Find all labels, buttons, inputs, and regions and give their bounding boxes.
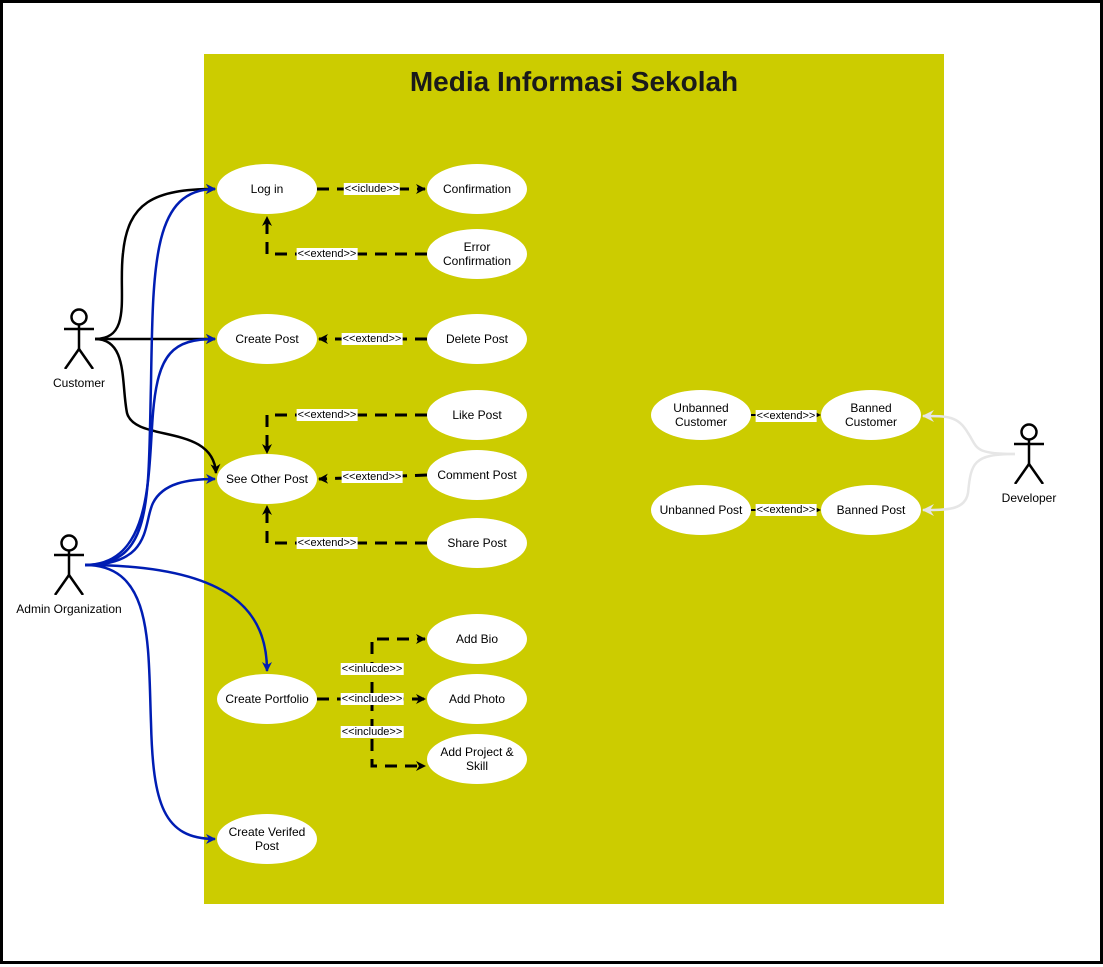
usecase-banned-post[interactable]: Banned Post [821,485,921,535]
usecase-share-post[interactable]: Share Post [427,518,527,568]
usecase-log-in[interactable]: Log in [217,164,317,214]
usecase-add-bio[interactable]: Add Bio [427,614,527,664]
relation-label-portfolio-photo: <<include>> [340,693,404,705]
customer-to-seeother-line [94,337,221,474]
relation-label-like-see: <<extend>> [296,409,358,421]
developer-actor-label: Developer [1001,491,1057,505]
include-portfolio-project [370,699,426,771]
relation-label-login-confirmation: <<iclude>> [343,183,401,195]
relation-label-portfolio-bio: <<inlucde>> [340,663,404,675]
admin-to-verifiedpost-line [84,563,216,844]
admin-to-login-line [84,184,216,567]
usecase-error-confirmation[interactable]: Error Confirmation [427,229,527,279]
relation-label-comment-see: <<extend>> [341,471,403,483]
admin-actor-icon[interactable] [47,533,91,595]
admin-to-createpost-line [84,334,216,567]
extend-error-login [262,216,427,256]
relation-label-error-login: <<extend>> [296,248,358,260]
diagram-title: Media Informasi Sekolah [409,66,739,97]
usecase-confirmation[interactable]: Confirmation [427,164,527,214]
customer-actor-label: Customer [52,376,106,390]
customer-actor-icon[interactable] [57,307,101,369]
developer-to-bannedcustomer-line [922,410,1016,456]
extend-comment-see [318,473,428,484]
relation-label-unbanned-banned-post: <<extend>> [755,504,817,516]
developer-actor-icon[interactable] [1007,422,1051,484]
relation-label-share-see: <<extend>> [296,537,358,549]
admin-to-portfolio-line [84,563,272,672]
connectors-layer [84,184,1016,844]
usecase-like-post[interactable]: Like Post [427,390,527,440]
usecase-add-photo[interactable]: Add Photo [427,674,527,724]
usecase-banned-customer[interactable]: Banned Customer [821,390,921,440]
relation-label-portfolio-project: <<include>> [340,726,404,738]
usecase-comment-post[interactable]: Comment Post [427,450,527,500]
usecase-create-verified-post[interactable]: Create Verifed Post [217,814,317,864]
usecase-delete-post[interactable]: Delete Post [427,314,527,364]
usecase-add-project-skill[interactable]: Add Project & Skill [427,734,527,784]
usecase-see-other-post[interactable]: See Other Post [217,454,317,504]
customer-to-login-line [94,184,216,341]
usecase-unbanned-customer[interactable]: Unbanned Customer [651,390,751,440]
usecase-create-portfolio[interactable]: Create Portfolio [217,674,317,724]
usecase-unbanned-post[interactable]: Unbanned Post [651,485,751,535]
extend-like-see [262,413,427,454]
admin-actor-label: Admin Organization [16,602,122,616]
developer-to-bannedpost-line [922,452,1016,516]
relation-label-delete-create: <<extend>> [341,333,403,345]
admin-to-seeother-line [84,474,216,567]
extend-share-see [262,505,427,545]
usecase-create-post[interactable]: Create Post [217,314,317,364]
relation-label-unbanned-banned-customer: <<extend>> [755,410,817,422]
